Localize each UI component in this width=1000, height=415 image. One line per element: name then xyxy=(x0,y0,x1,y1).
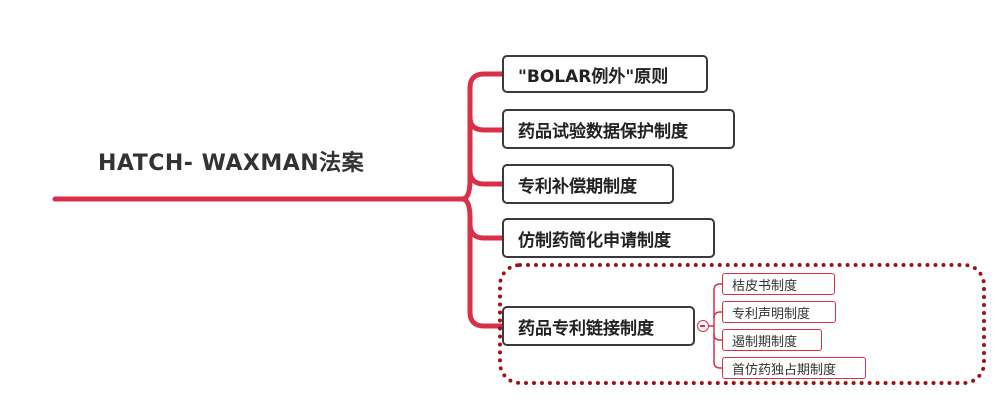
connector-branch-3 xyxy=(467,167,505,187)
branch-generic-abbreviated-application[interactable]: 仿制药简化申请制度 xyxy=(502,218,715,258)
sub-connector-2 xyxy=(713,311,722,319)
sub-first-generic-exclusivity[interactable]: 首仿药独占期制度 xyxy=(722,357,866,379)
branch-bolar-exception[interactable]: "BOLAR例外"原则 xyxy=(502,55,708,93)
branch-drug-test-data-protection[interactable]: 药品试验数据保护制度 xyxy=(502,109,735,149)
sub-stay-period[interactable]: 遏制期制度 xyxy=(722,329,822,351)
highlight-frame xyxy=(498,263,986,385)
branch-trunk xyxy=(459,71,505,202)
sub-orange-book[interactable]: 桔皮书制度 xyxy=(722,273,835,295)
branch-trunk-lower xyxy=(459,196,505,329)
connector-branch-4 xyxy=(467,221,505,241)
collapse-toggle-icon[interactable] xyxy=(697,320,709,332)
branch-patent-term-compensation[interactable]: 专利补偿期制度 xyxy=(502,164,674,204)
root-topic[interactable]: HATCH- WAXMAN法案 xyxy=(98,151,365,176)
connector-branch-2 xyxy=(467,114,505,133)
sub-connector-4 xyxy=(713,334,722,369)
branch-drug-patent-linkage[interactable]: 药品专利链接制度 xyxy=(502,306,695,346)
sub-connector-1 xyxy=(713,283,722,326)
sub-patent-declaration[interactable]: 专利声明制度 xyxy=(722,301,836,323)
